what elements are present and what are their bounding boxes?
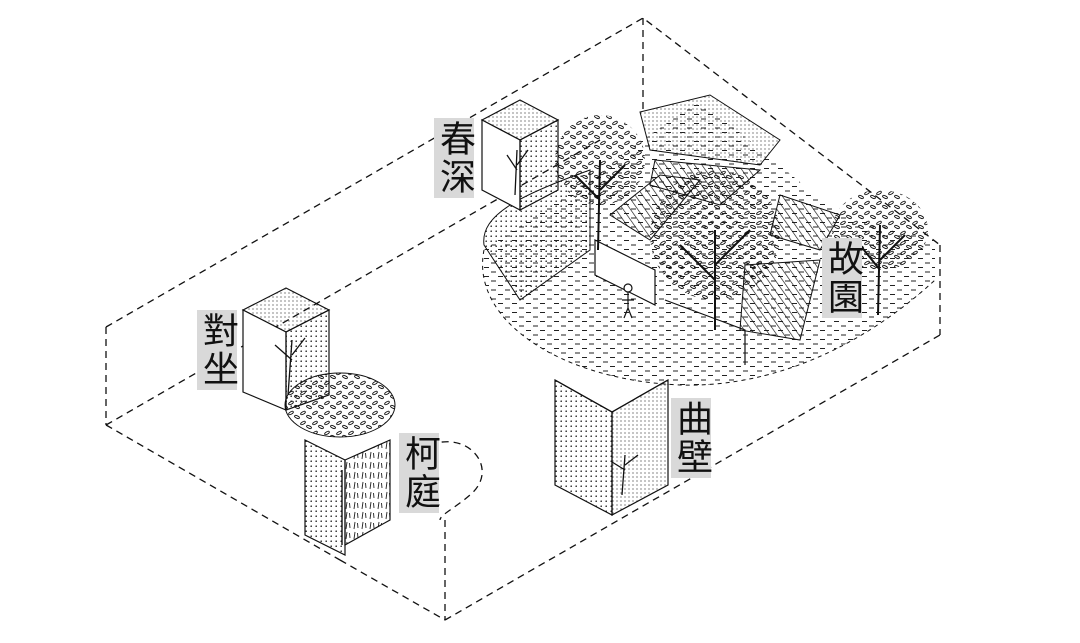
duizuo-pavilion [241, 287, 396, 438]
tree-icon [555, 115, 645, 251]
label-guyuan: 故園 [822, 238, 863, 318]
chunshen-pavilion [480, 99, 560, 211]
keting-pavilion [304, 439, 391, 556]
qubi-pavilion [554, 378, 669, 517]
site-boundary [105, 17, 941, 621]
person-figure-icon [622, 283, 634, 319]
tree-icon [650, 170, 780, 330]
guyuan-courtyard [482, 94, 936, 386]
label-qubi: 曲壁 [671, 398, 712, 478]
label-duizuo: 對坐 [197, 310, 238, 390]
label-chunshen: 春深 [434, 118, 475, 198]
label-keting: 柯庭 [399, 433, 440, 513]
